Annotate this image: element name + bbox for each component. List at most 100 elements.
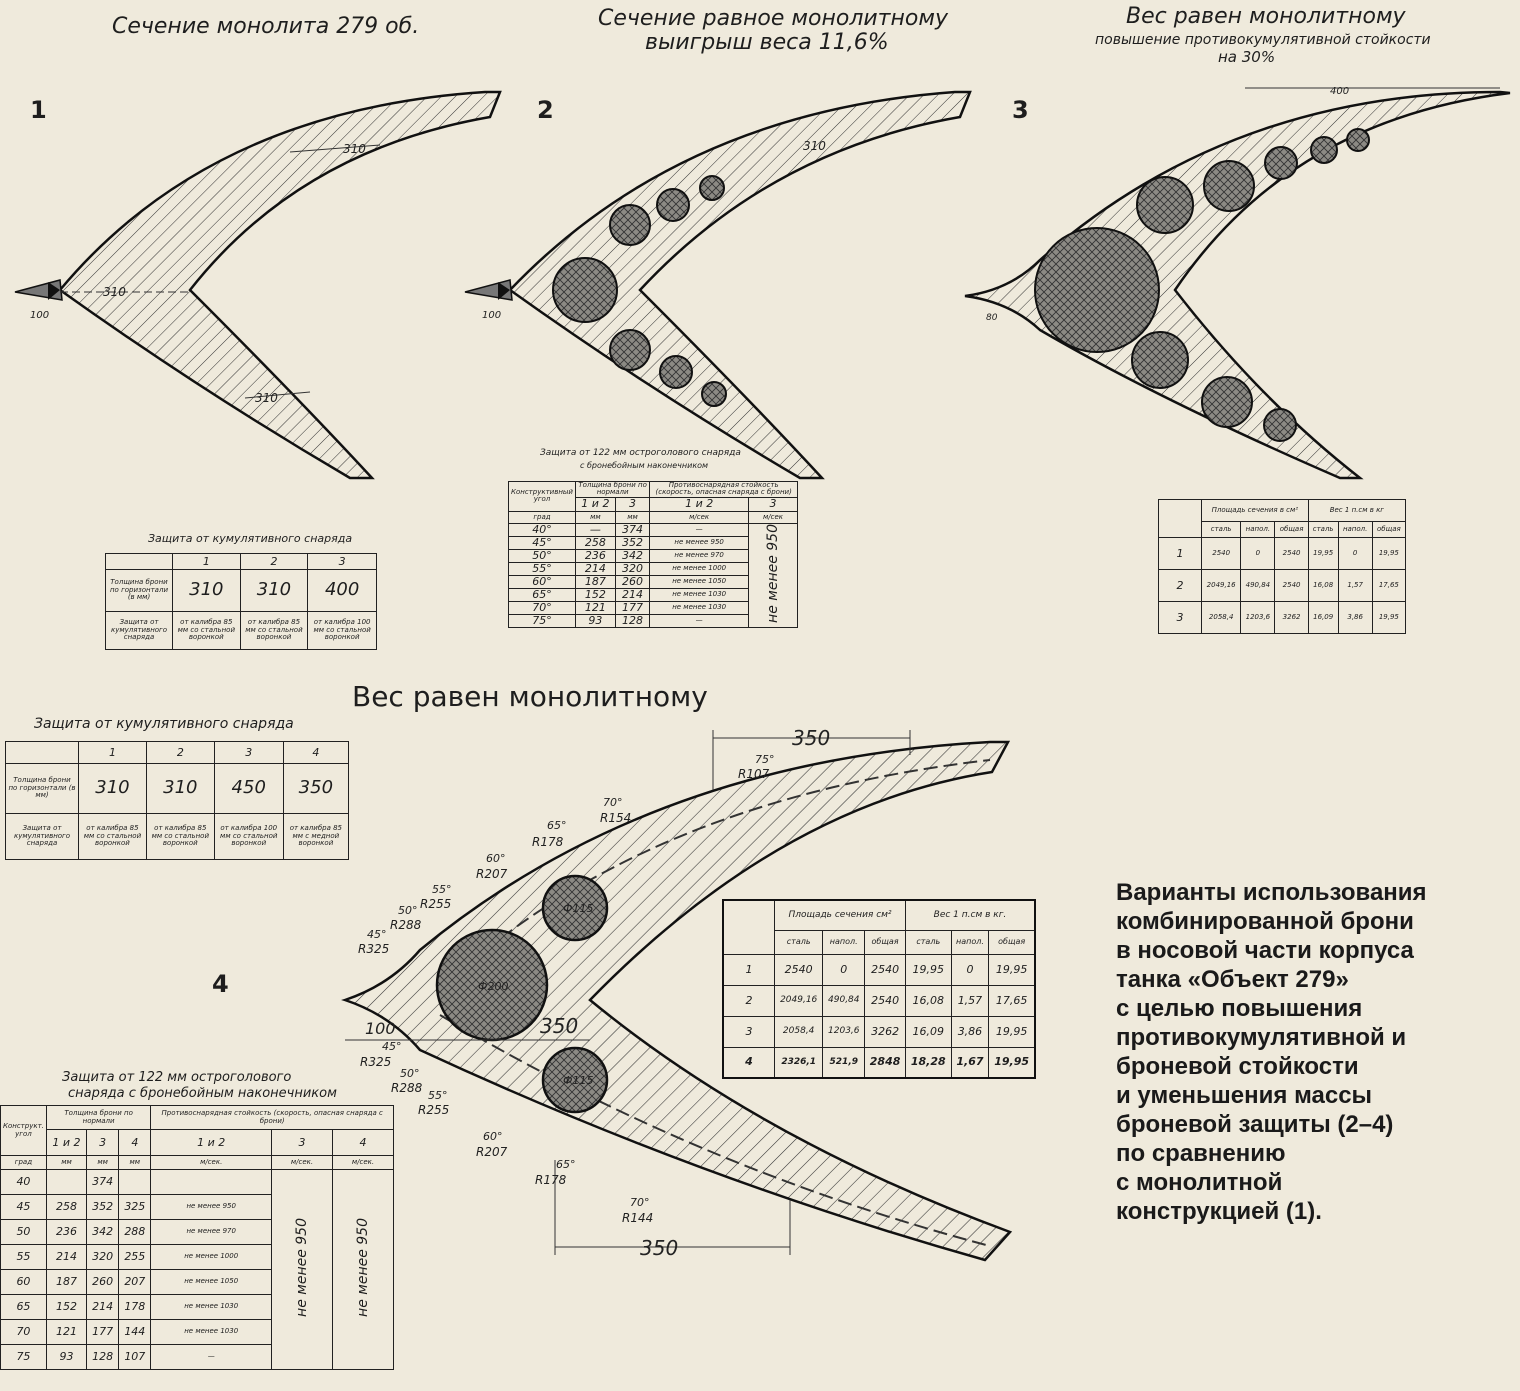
angle-label: 55° xyxy=(432,883,452,896)
table-cell: 70 xyxy=(0,1319,47,1345)
section-3 xyxy=(964,87,1511,480)
table-cell: 177 xyxy=(614,600,651,615)
table-subheader: сталь xyxy=(904,929,952,955)
table-cell: 255 xyxy=(118,1244,152,1270)
table-cell: — xyxy=(574,522,616,537)
table-cell: 2540 xyxy=(864,984,906,1017)
table-cell: 3 xyxy=(1158,601,1202,634)
table-cell: — xyxy=(150,1344,272,1370)
caption-line: с целью повышения xyxy=(1116,995,1363,1022)
table-cell: от калибра 100 мм со стальной воронкой xyxy=(307,611,377,650)
table-subheader: напол. xyxy=(822,929,866,955)
table-row-label: Толщина брони по горизонтали (в мм) xyxy=(105,569,173,612)
table-cell: 75 xyxy=(0,1344,47,1370)
table-cell: 3,86 xyxy=(1337,601,1373,634)
angle-label: 65° xyxy=(547,819,567,832)
table-cell: — xyxy=(649,613,749,628)
caption-line: комбинированной брони xyxy=(1116,908,1414,935)
table-header: Вес 1 п.см в кг. xyxy=(904,899,1036,931)
table-row-label: Защита от кумулятивного снаряда xyxy=(105,611,173,650)
table-cell: 0 xyxy=(822,953,866,986)
angle-label: 75° xyxy=(755,753,775,766)
caption-line: противокумулятивной и xyxy=(1116,1024,1407,1051)
table-unit: мм xyxy=(86,1155,120,1170)
caption-line: с монолитной xyxy=(1116,1169,1283,1196)
table-cell: не менее 970 xyxy=(150,1219,272,1245)
figure-caption: Варианты использования комбинированной б… xyxy=(1116,878,1516,1226)
table-subheader: 3 xyxy=(748,496,798,512)
table-cell: 1203,6 xyxy=(822,1015,866,1048)
fig4-hole-top: Ф115 xyxy=(563,902,593,915)
table-cell: не менее 1000 xyxy=(649,561,749,576)
table-cell: 3,86 xyxy=(950,1015,990,1048)
table-header: Толщина брони по нормали xyxy=(45,1105,152,1130)
fig1-dim-bottom: 310 xyxy=(255,391,278,405)
fig3-dim-nose: 80 xyxy=(986,313,998,323)
table-cell: 17,65 xyxy=(1371,569,1407,602)
table-cell xyxy=(118,1169,152,1195)
fig4-dim-center: 350 xyxy=(540,1014,578,1038)
fig2-dim-top: 310 xyxy=(803,139,826,153)
table-header: 1 xyxy=(172,553,241,570)
table-cell: 2540 xyxy=(1274,537,1309,570)
fig1-dim-nose: 100 xyxy=(30,310,49,321)
table-subheader: напол. xyxy=(950,929,990,955)
table-subheader: напол. xyxy=(1240,521,1276,538)
radius-label: R207 xyxy=(476,1145,508,1159)
table-header: Конструкт. угол xyxy=(0,1105,47,1156)
table-122-small: Конструктивный угол Толщина брони по нор… xyxy=(508,481,798,628)
table-subheader: общая xyxy=(988,929,1036,955)
table-cell: 374 xyxy=(86,1169,120,1195)
caption-line: и уменьшения массы xyxy=(1116,1082,1373,1109)
caption-line: в носовой части корпуса xyxy=(1116,937,1414,964)
table-cell: от калибра 100 мм со стальной воронкой xyxy=(213,813,284,860)
table-cell: 258 xyxy=(574,535,616,550)
table-unit: м/сек xyxy=(748,510,798,524)
caption-line: броневой защиты (2–4) xyxy=(1116,1111,1394,1138)
table-weight-small: Площадь сечения в см² Вес 1 п.см в кг ст… xyxy=(1158,499,1407,634)
table-cell: 19,95 xyxy=(988,1046,1036,1079)
section-4 xyxy=(341,730,1013,1262)
angle-label: 70° xyxy=(603,796,623,809)
fig2-title-line1: Сечение равное монолитному xyxy=(598,6,948,31)
table-header: 2 xyxy=(239,553,309,570)
table-unit: м/сек xyxy=(649,510,749,524)
table-cell: 50° xyxy=(508,548,576,563)
table-subheader: 3 xyxy=(614,496,651,512)
fig4-hole-bottom: Ф115 xyxy=(563,1074,593,1087)
radius-label: R178 xyxy=(535,1173,567,1187)
table-unit: град xyxy=(508,510,576,524)
table-cell: 2049,16 xyxy=(773,984,824,1017)
table-subheader: 4 xyxy=(332,1129,394,1156)
radius-label: R144 xyxy=(622,1211,653,1225)
table-cell: 260 xyxy=(614,574,651,589)
table-122-large: Конструкт. угол Толщина брони по нормали… xyxy=(0,1105,394,1370)
table-cell: 0 xyxy=(950,953,990,986)
table-row-label: Толщина брони по горизонтали (в мм) xyxy=(5,763,79,814)
table-cell: 320 xyxy=(86,1244,120,1270)
radius-label: R288 xyxy=(390,918,422,932)
merged-value: не менее 950 xyxy=(354,1218,371,1318)
table-subheader: общая xyxy=(1371,521,1407,538)
radius-label: R154 xyxy=(600,811,631,825)
table-unit: мм xyxy=(45,1155,88,1170)
table-subheader: 4 xyxy=(118,1129,152,1156)
fig2-title-line2: выигрыш веса 11,6% xyxy=(645,30,889,55)
table-header: Конструктивный угол xyxy=(508,481,576,512)
table-unit: м/сек. xyxy=(332,1155,394,1170)
center-title: Вес равен монолитному xyxy=(352,680,708,713)
table-header: Вес 1 п.см в кг xyxy=(1307,499,1407,522)
table-cell: от калибра 85 мм со стальной воронкой xyxy=(78,813,147,860)
angle-label: 45° xyxy=(367,928,387,941)
table-cell: 0 xyxy=(1240,537,1276,570)
table-cell: 214 xyxy=(86,1294,120,1320)
table-cell xyxy=(150,1169,272,1195)
table-row-label: Защита от кумулятивного снаряда xyxy=(5,813,79,860)
table-subheader: общая xyxy=(1274,521,1309,538)
table-cell: 236 xyxy=(574,548,616,563)
table-cell: 50 xyxy=(0,1219,47,1245)
table-cell: 288 xyxy=(118,1219,152,1245)
table-cell: 45° xyxy=(508,535,576,550)
table-cell: 310 xyxy=(78,763,147,814)
